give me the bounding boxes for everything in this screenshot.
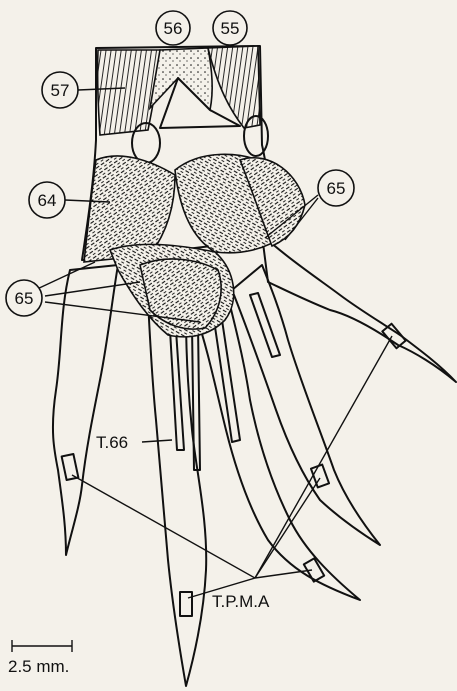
tpma-insertion-1	[62, 454, 79, 480]
digit-far-left	[53, 265, 118, 555]
scale-bar-label: 2.5 mm.	[8, 657, 69, 676]
svg-text:64: 64	[38, 191, 57, 210]
label-64: 64	[29, 182, 65, 218]
label-t66: T.66	[96, 433, 128, 452]
muscle-56	[150, 48, 212, 110]
label-65-left: 65	[6, 280, 42, 316]
tendon-center-left	[192, 325, 200, 470]
tpma-insertion-5	[382, 324, 405, 349]
leader-tpma-1	[72, 475, 255, 578]
svg-text:57: 57	[51, 81, 70, 100]
tendon-left-center	[170, 330, 184, 450]
label-tpma: T.P.M.A	[212, 592, 270, 611]
svg-text:55: 55	[221, 19, 240, 38]
label-55: 55	[213, 11, 247, 45]
leader-tpma-4	[255, 478, 320, 578]
label-65-right: 65	[318, 170, 354, 206]
label-56: 56	[156, 11, 190, 45]
svg-text:65: 65	[327, 179, 346, 198]
tpma-insertion-4	[311, 465, 329, 488]
muscle-55	[208, 46, 260, 128]
digit-far-right	[262, 235, 456, 382]
label-57: 57	[42, 72, 78, 108]
tpma-insertion-2	[180, 592, 192, 616]
leader-65-left-a	[35, 262, 95, 290]
muscle-57	[98, 50, 160, 135]
leader-tpma-5	[255, 336, 392, 578]
svg-text:65: 65	[15, 289, 34, 308]
leader-t66	[142, 440, 172, 442]
tendon-center	[214, 320, 240, 442]
svg-text:56: 56	[164, 19, 183, 38]
scale-bar: 2.5 mm.	[8, 640, 72, 676]
leader-65-left-b	[45, 282, 140, 296]
tpma-insertion-3	[304, 558, 324, 581]
